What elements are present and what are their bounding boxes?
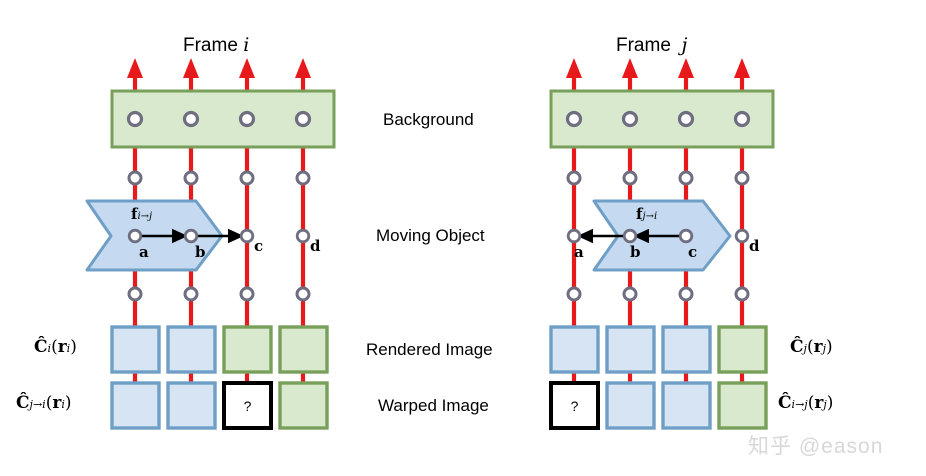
flow-label-left-to: j — [149, 211, 153, 222]
warped-label-left-sub-to: i — [42, 398, 46, 411]
point-label-right-c: c — [688, 243, 698, 261]
right-rendered-boxes — [549, 325, 768, 374]
lower-sample-nodes-left — [127, 286, 311, 302]
upper-sample-nodes-left — [127, 170, 311, 186]
row-label-rendered-image: Rendered Image — [366, 340, 493, 359]
rendered-label-left-arg-sub: i — [66, 342, 71, 355]
rendered-label-left-hat: Ĉ — [34, 337, 48, 357]
background-nodes-right — [565, 110, 751, 128]
point-label-left-a: a — [139, 243, 149, 261]
warped-label-right-arg: r — [814, 393, 824, 413]
warped-label-right-arg-sub: j — [823, 398, 827, 411]
warped-label-left-sub-from: j — [29, 398, 33, 411]
flow-label-left-from: i — [137, 211, 141, 222]
warped-label-left: Ĉj→i(ri) — [16, 393, 72, 413]
left-warped-boxes — [110, 381, 329, 430]
warped-label-right-sub-from: i — [791, 398, 796, 411]
unknown-mark-right: ? — [570, 398, 579, 414]
frame-title-left-index: i — [243, 34, 250, 56]
rendered-label-left: Ĉi(ri) — [34, 337, 77, 357]
warped-label-left-hat: Ĉ — [16, 393, 30, 413]
background-nodes-left — [126, 110, 312, 128]
rendered-label-right-arg: r — [813, 337, 823, 357]
flow-label-left: fi→j — [131, 205, 152, 223]
object-nodes-left — [127, 228, 311, 244]
warped-label-left-arg-sub: i — [61, 398, 65, 411]
right-warped-boxes — [549, 381, 768, 430]
object-nodes-right — [566, 228, 750, 244]
point-label-right-b: b — [630, 243, 641, 261]
rendered-label-right-hat: Ĉ — [790, 337, 804, 357]
frame-title-right-index: j — [681, 34, 688, 56]
warped-label-right: Ĉi→j(rj) — [778, 393, 834, 413]
row-label-moving-object: Moving Object — [376, 226, 485, 245]
rendered-label-right-sub: j — [803, 342, 807, 355]
rendered-label-left-arg: r — [57, 337, 67, 357]
frame-title-left: Frame i — [183, 34, 249, 57]
flow-label-right-from: j — [642, 211, 646, 222]
left-rendered-boxes — [110, 325, 329, 374]
rendered-label-right-arg-sub: j — [822, 342, 826, 355]
flow-label-right-symbol: f — [636, 205, 643, 223]
frame-title-left-text: Frame — [183, 35, 238, 56]
warped-label-left-arg: r — [52, 393, 62, 413]
flow-label-right: fj→i — [636, 205, 657, 223]
unknown-mark-left: ? — [243, 398, 252, 414]
flow-label-left-arrow: → — [140, 211, 150, 222]
row-label-background: Background — [383, 110, 474, 129]
frame-title-right-text: Frame — [616, 35, 671, 56]
point-label-right-d: d — [749, 237, 760, 255]
flow-label-right-to: i — [653, 211, 658, 222]
point-label-right-a: a — [574, 243, 584, 261]
frame-title-right: Frame j — [616, 34, 687, 57]
point-label-left-c: c — [254, 237, 264, 255]
point-label-left-b: b — [195, 243, 206, 261]
rendered-label-left-sub: i — [47, 342, 52, 355]
flow-label-right-arrow: → — [645, 211, 654, 222]
row-label-warped-image: Warped Image — [378, 396, 489, 415]
lower-sample-nodes-right — [566, 286, 750, 302]
point-label-left-d: d — [310, 237, 321, 255]
flow-label-left-symbol: f — [131, 205, 138, 223]
warped-label-right-sub-to: j — [804, 398, 808, 411]
warped-label-right-hat: Ĉ — [778, 393, 792, 413]
upper-sample-nodes-right — [566, 170, 750, 186]
watermark: 知乎 @eason — [748, 435, 884, 458]
rendered-label-right: Ĉj(rj) — [790, 337, 833, 357]
